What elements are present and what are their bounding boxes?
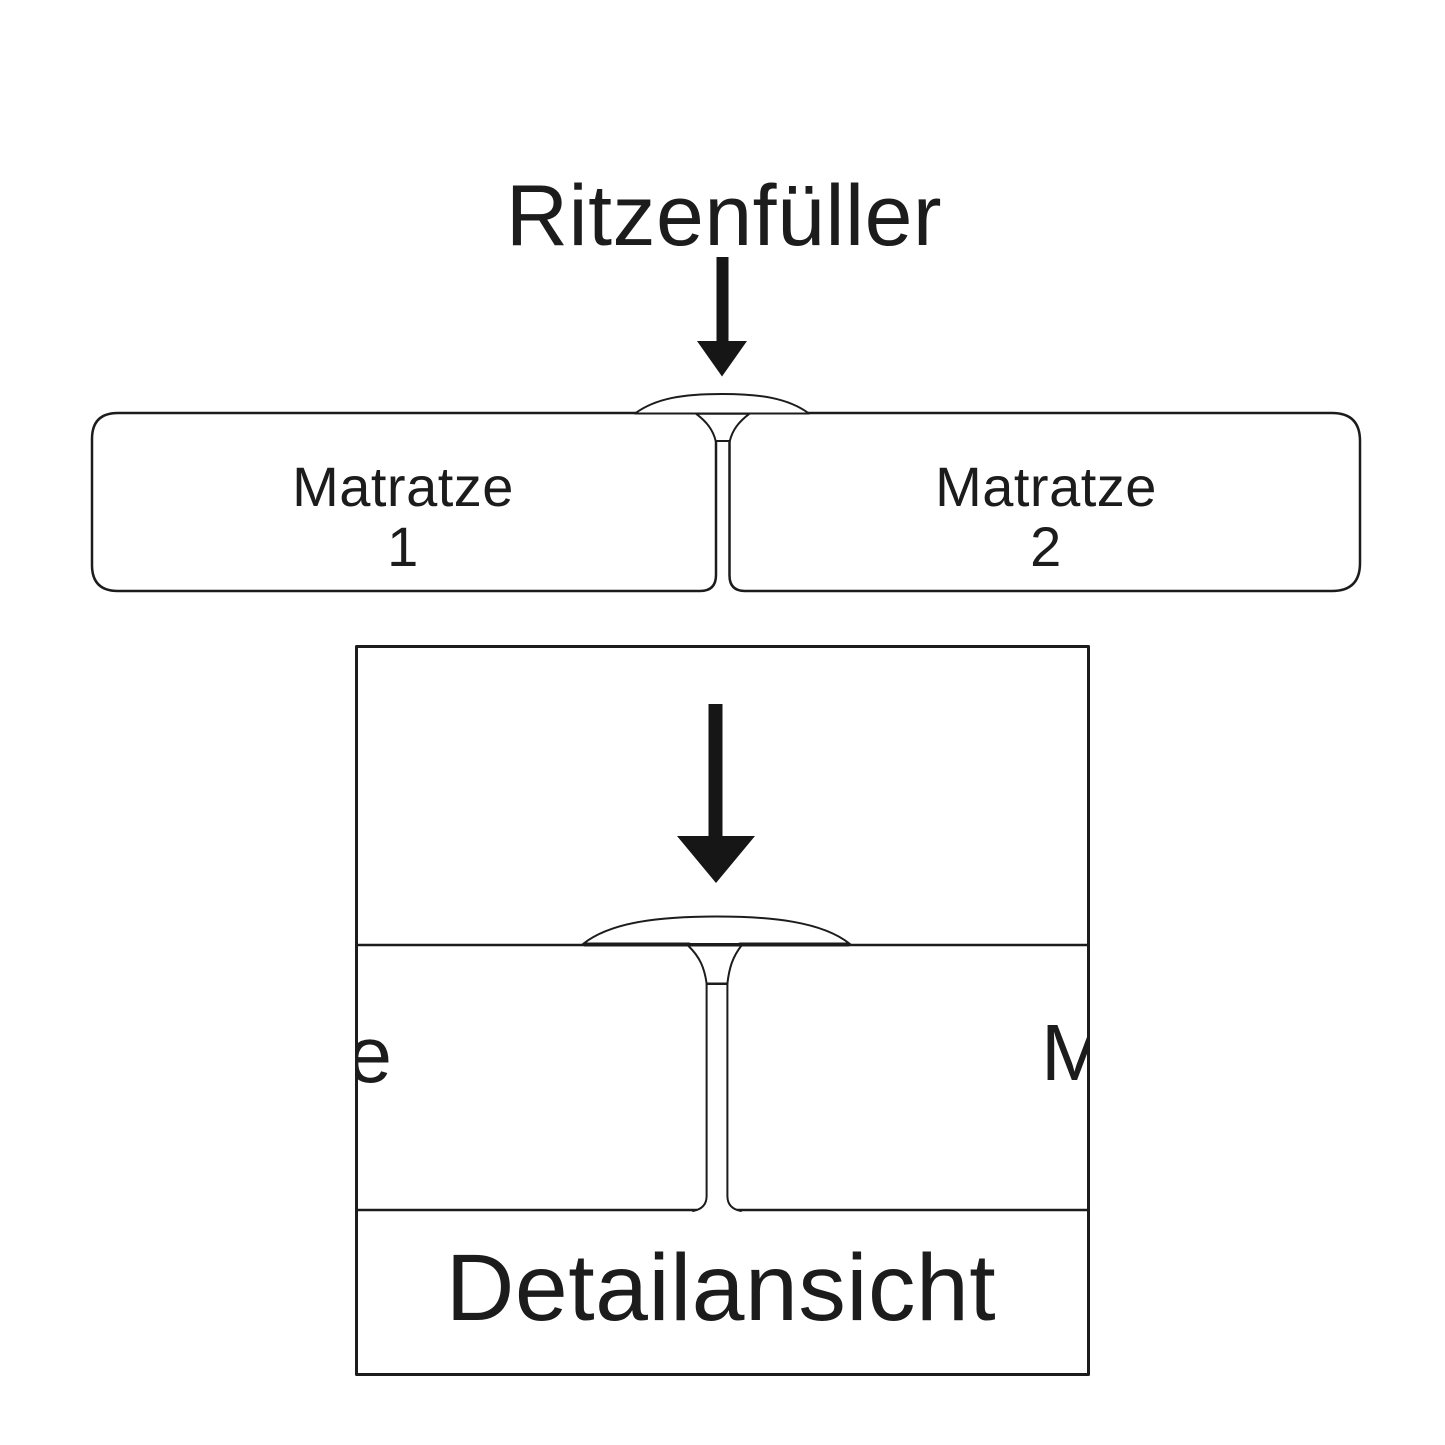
mattress-right-number: 2 [1030,515,1062,578]
detail-filler-stem-fill [693,983,741,1212]
detail-down-arrow-icon [677,704,755,883]
line-art [90,393,1362,1376]
labels: Ritzenfüller Matratze 1 Matratze 2 e M D… [292,168,1157,1341]
arrows [677,257,755,883]
detail-filler-funnel [687,944,743,985]
gap-filler-cap [634,393,810,415]
detail-label-fragments: e M [348,1008,1108,1099]
gap-filler-funnel [695,412,751,442]
detail-caption: Detailansicht [446,1235,996,1341]
detail-filler-stem-left-edge [692,983,708,1212]
mattress-left-number: 1 [387,515,419,578]
detail-filler-stem-right-edge [726,983,742,1212]
detail-filler-cap [582,915,851,945]
mattress-left-label: Matratze [292,455,514,518]
detail-right-label-fragment: M [1041,1008,1108,1097]
down-arrow-icon [697,257,747,377]
mattress-right-label: Matratze [935,455,1157,518]
detail-left-label-fragment: e [348,1010,393,1099]
detail-view-box [355,645,1090,1376]
page-title: Ritzenfüller [506,168,942,264]
